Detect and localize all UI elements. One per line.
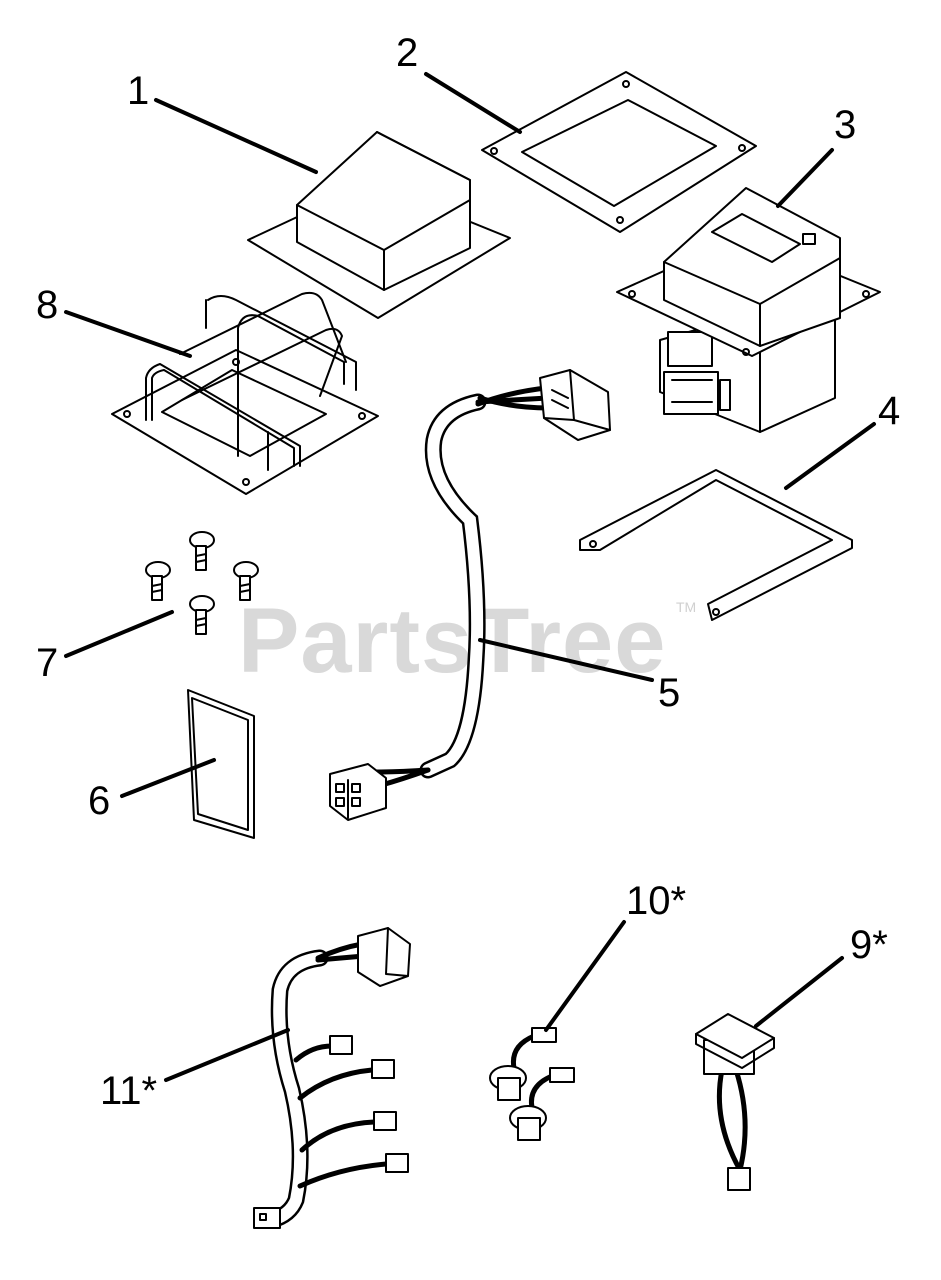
callout-1: 1 [127, 69, 149, 113]
part-4-bracket[interactable] [579, 469, 853, 621]
callout-6: 6 [88, 779, 110, 823]
part-8-guard[interactable] [111, 291, 379, 495]
callout-9: 9* [850, 923, 888, 967]
part-9-switch[interactable] [695, 1013, 775, 1191]
part-3-module[interactable] [616, 187, 881, 433]
screw [189, 531, 215, 571]
callout-5: 5 [658, 671, 680, 715]
part-11-harness[interactable] [253, 927, 411, 1229]
part-5-harness[interactable] [329, 369, 611, 821]
callout-4: 4 [878, 389, 900, 433]
screw [189, 595, 215, 635]
callout-10: 10* [626, 879, 686, 923]
leader-lines [64, 72, 876, 1082]
part-2-gasket[interactable] [481, 71, 757, 233]
callout-2: 2 [396, 31, 418, 75]
callout-7: 7 [36, 641, 58, 685]
watermark-text: PartsTree [238, 590, 666, 692]
watermark: PartsTree TM [238, 590, 696, 692]
callout-11: 11* [100, 1069, 157, 1113]
screw [145, 561, 171, 601]
screw [233, 561, 259, 601]
part-6-packet[interactable] [187, 689, 255, 839]
callout-labels: 1 2 3 4 5 6 7 8 9* 10* 11* [36, 31, 900, 1113]
part-7-screws[interactable] [145, 531, 259, 635]
callout-8: 8 [36, 283, 58, 327]
part-10-sensors[interactable] [489, 1027, 575, 1141]
callout-3: 3 [834, 103, 856, 147]
watermark-trademark: TM [676, 599, 696, 615]
part-1-cover[interactable] [247, 131, 511, 319]
